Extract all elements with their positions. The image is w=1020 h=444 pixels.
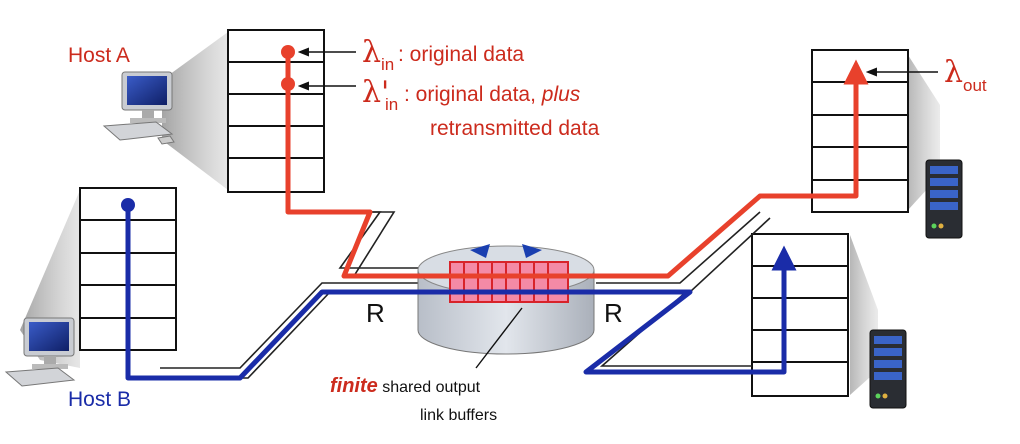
pointer-buffers: [475, 307, 523, 369]
desktop-computer-icon: [102, 71, 175, 145]
rate-right-label: R: [604, 298, 623, 328]
lambda-in-description: : original data: [398, 43, 524, 66]
host-a-buffer: [227, 29, 325, 193]
rate-left-label: R: [366, 298, 385, 328]
lambda-prime-in-dot: [281, 77, 295, 91]
lambda-in-symbol: λ: [362, 35, 381, 70]
lambda-prime-symbol: λ': [362, 75, 389, 110]
lambda-out-subscript: out: [963, 76, 987, 95]
host-a-flow: [285, 52, 869, 279]
receiver-1-buffer: [811, 49, 909, 213]
finite-buffers-label: finite shared output: [330, 375, 481, 397]
shared-output-buffer: [449, 261, 569, 303]
lambda-out-symbol: λ: [944, 55, 963, 90]
host-b-label: Host B: [68, 388, 131, 411]
server-tower-icon: [925, 159, 963, 239]
host-b-flow: [125, 205, 797, 381]
link-buffers-label: link buffers: [420, 407, 497, 424]
server-tower-icon: [869, 329, 907, 409]
lambda-in-subscript: in: [381, 55, 394, 74]
receiver-2-buffer: [751, 233, 849, 397]
lambda-prime-subscript: in: [385, 95, 398, 114]
host-b-source-dot: [121, 198, 135, 212]
retransmitted-label: retransmitted data: [430, 117, 600, 140]
lambda-in-dot: [281, 45, 295, 59]
desktop-computer-icon: [4, 317, 76, 387]
lambda-prime-description: : original data, plus: [404, 83, 581, 106]
host-a-label: Host A: [68, 44, 130, 67]
host-a-shadow: [162, 32, 228, 190]
